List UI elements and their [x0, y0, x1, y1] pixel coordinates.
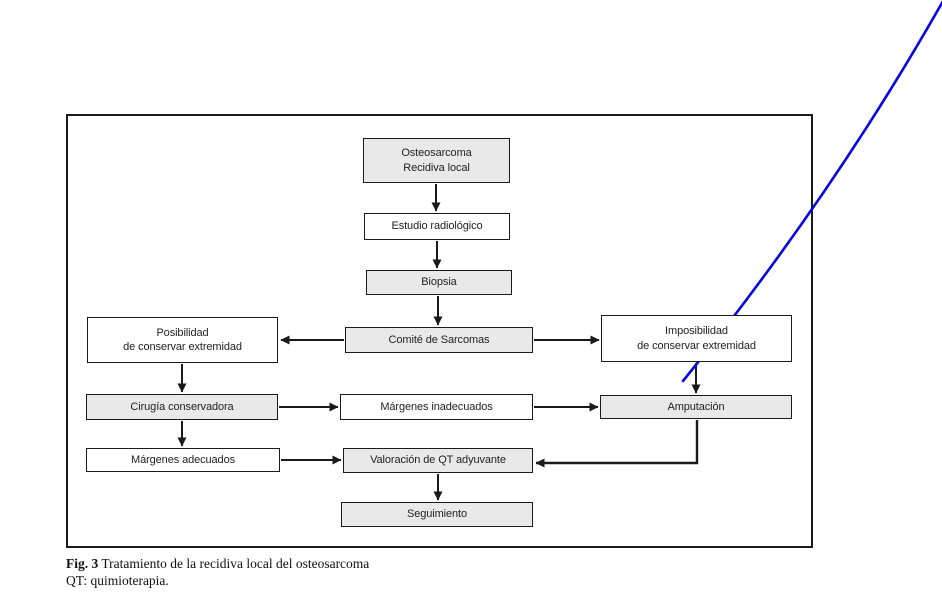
node-imposibilidad-conservar-extremidad: Imposibilidad de conservar extremidad — [601, 315, 792, 362]
node-label-line: Posibilidad — [156, 326, 209, 339]
node-comite-de-sarcomas: Comité de Sarcomas — [345, 327, 533, 353]
node-valoracion-qt-adyuvante: Valoración de QT adyuvante — [343, 448, 533, 473]
node-osteosarcoma-recidiva-local: Osteosarcoma Recidiva local — [363, 138, 510, 183]
node-label: Cirugía conservadora — [130, 400, 234, 413]
node-label: Biopsia — [421, 276, 457, 289]
node-label-line: Imposibilidad — [665, 325, 728, 338]
node-posibilidad-conservar-extremidad: Posibilidad de conservar extremidad — [87, 317, 278, 363]
node-amputacion: Amputación — [600, 395, 792, 419]
figure-title: Tratamiento de la recidiva local del ost… — [101, 556, 370, 571]
node-estudio-radiologico: Estudio radiológico — [364, 213, 510, 240]
abbreviation-note: QT: quimioterapia. — [66, 573, 169, 588]
node-margenes-adecuados: Márgenes adecuados — [86, 448, 280, 472]
caption-line-2: QT: quimioterapia. — [66, 572, 369, 589]
node-label: Seguimiento — [406, 508, 468, 521]
node-label: Márgenes adecuados — [131, 453, 235, 466]
node-label: Valoración de QT adyuvante — [370, 454, 506, 467]
caption-line-1: Fig. 3 Tratamiento de la recidiva local … — [66, 555, 369, 572]
node-margenes-inadecuados: Márgenes inadecuados — [340, 394, 533, 420]
node-biopsia: Biopsia — [366, 270, 512, 295]
node-seguimiento: Seguimiento — [341, 502, 533, 527]
node-cirugia-conservadora: Cirugía conservadora — [86, 394, 278, 420]
node-label-line: de conservar extremidad — [637, 339, 756, 352]
node-label: Márgenes inadecuados — [380, 400, 493, 413]
node-label-line: de conservar extremidad — [123, 341, 242, 353]
node-label: Amputación — [667, 400, 725, 413]
node-label: Estudio radiológico — [391, 220, 483, 233]
figure-number-label: Fig. 3 — [66, 556, 99, 571]
node-label: Comité de Sarcomas — [388, 333, 490, 346]
figure-caption: Fig. 3 Tratamiento de la recidiva local … — [66, 555, 369, 589]
node-label-line: Recidiva local — [403, 161, 470, 174]
node-label-line: Osteosarcoma — [401, 147, 472, 160]
